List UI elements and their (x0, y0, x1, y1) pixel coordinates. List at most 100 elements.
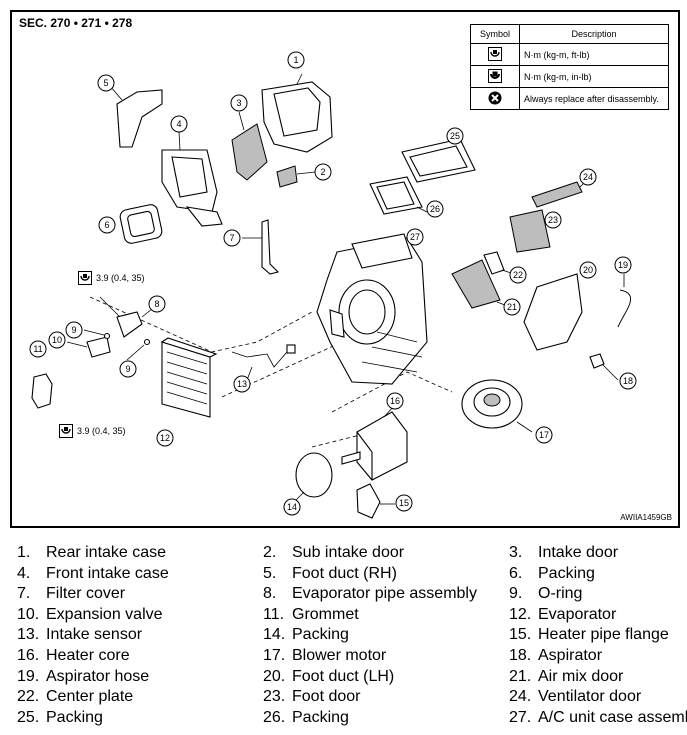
part-number: 16. (17, 647, 40, 664)
svg-text:9: 9 (125, 364, 130, 374)
callout-13: 13 (233, 375, 251, 393)
callout-25: 25 (446, 127, 464, 145)
part-name: Intake door (538, 544, 619, 561)
svg-text:4: 4 (176, 119, 181, 129)
callout-4: 4 (170, 115, 188, 133)
rear-intake-case (261, 73, 333, 153)
diagram-frame: SEC. 270 • 271 • 278 Symbol Description … (10, 10, 680, 528)
part-number: 5. (263, 564, 277, 582)
part-number: 17. (263, 647, 286, 664)
part-name: Center plate (46, 688, 134, 706)
packing-26 (369, 176, 428, 215)
aspirator (589, 353, 619, 381)
part-number: 11. (263, 605, 285, 623)
part-number: 23. (263, 688, 286, 706)
part-name: O-ring (538, 585, 583, 603)
part-number: 13. (17, 626, 40, 644)
o-ring (83, 329, 151, 361)
symbol-legend: Symbol Description N·m (kg-m, ft-lb) N·m… (470, 24, 669, 110)
part-name: Expansion valve (46, 605, 163, 623)
part-name: Blower motor (292, 647, 387, 664)
part-number: 4. (17, 564, 31, 582)
heater-pipe-flange (356, 483, 395, 519)
svg-text:25: 25 (450, 131, 460, 141)
part-name: Heater pipe flange (538, 626, 669, 644)
callout-2: 2 (314, 163, 332, 181)
callout-19: 19 (614, 256, 632, 274)
torque-kgm-icon (59, 424, 73, 438)
svg-text:9: 9 (71, 325, 76, 335)
callout-7: 7 (223, 229, 241, 247)
part-number: 18. (509, 647, 532, 664)
part-number: 20. (263, 667, 286, 685)
svg-text:10: 10 (52, 335, 62, 345)
callout-23: 23 (544, 211, 562, 229)
evaporator-pipe-assembly (99, 296, 153, 338)
svg-text:8: 8 (154, 299, 159, 309)
part-name: Evaporator pipe assembly (292, 585, 477, 603)
part-name: Sub intake door (292, 544, 405, 561)
part-number: 25. (17, 708, 40, 726)
torque-spec-lower: 3.9 (0.4, 35) (59, 424, 126, 438)
aspirator-hose (617, 274, 632, 328)
part-name: Grommet (292, 605, 359, 623)
exploded-view-drawing: 1 2 3 4 5 6 7 8 9 9 10 11 12 13 14 15 16… (29, 51, 637, 519)
svg-text:20: 20 (583, 265, 593, 275)
part-name: Evaporator (538, 605, 617, 623)
heater-core (341, 405, 408, 481)
part-name: Air mix door (538, 667, 624, 685)
part-number: 3. (509, 544, 523, 561)
svg-text:12: 12 (160, 433, 170, 443)
part-number: 12. (509, 605, 532, 623)
section-title: SEC. 270 • 271 • 278 (19, 16, 133, 30)
sub-intake-door (276, 165, 316, 188)
callout-17: 17 (535, 426, 553, 444)
callout-18: 18 (619, 372, 637, 390)
part-number: 8. (263, 585, 277, 603)
foot-duct-lh (523, 269, 588, 351)
callout-6: 6 (98, 216, 116, 234)
svg-text:5: 5 (103, 78, 108, 88)
part-name: Heater core (46, 647, 130, 664)
foot-door (509, 209, 551, 253)
callout-15: 15 (395, 494, 413, 512)
part-name: Intake sensor (46, 626, 143, 644)
part-name: Front intake case (46, 564, 169, 582)
callout-20: 20 (579, 261, 597, 279)
figure-code: AWIIA1459GB (620, 513, 672, 522)
replace-x-icon (488, 91, 502, 104)
callout-22: 22 (509, 266, 527, 284)
part-name: Aspirator hose (46, 667, 150, 685)
torque-value-upper: 3.9 (0.4, 35) (96, 273, 145, 283)
part-name: Packing (292, 708, 349, 726)
svg-text:11: 11 (33, 344, 42, 354)
part-name: Ventilator door (538, 688, 642, 706)
foot-duct-rh (109, 85, 163, 148)
ventilator-door (531, 179, 588, 208)
svg-text:22: 22 (513, 270, 523, 280)
part-number: 14. (263, 626, 286, 644)
part-number: 24. (509, 688, 532, 706)
callout-26: 26 (426, 200, 444, 218)
part-number: 21. (509, 667, 532, 685)
part-number: 9. (509, 585, 523, 603)
svg-text:3: 3 (236, 98, 241, 108)
legend-row-1-symbol (470, 43, 520, 66)
blower-motor (461, 379, 533, 433)
svg-text:14: 14 (287, 502, 297, 512)
part-name: Packing (46, 708, 103, 726)
part-number: 1. (17, 544, 31, 561)
part-number: 15. (509, 626, 532, 644)
part-name: Aspirator (538, 647, 603, 664)
filter-cover (242, 219, 280, 275)
callout-16: 16 (386, 392, 404, 410)
callout-9b: 9 (119, 360, 137, 378)
callout-8: 8 (148, 295, 166, 313)
svg-text:6: 6 (104, 220, 109, 230)
part-name: Foot duct (RH) (292, 564, 397, 582)
svg-text:19: 19 (618, 260, 628, 270)
svg-text:2: 2 (320, 167, 325, 177)
part-number: 10. (17, 605, 40, 623)
svg-text:24: 24 (583, 172, 593, 182)
evaporator (160, 337, 218, 418)
